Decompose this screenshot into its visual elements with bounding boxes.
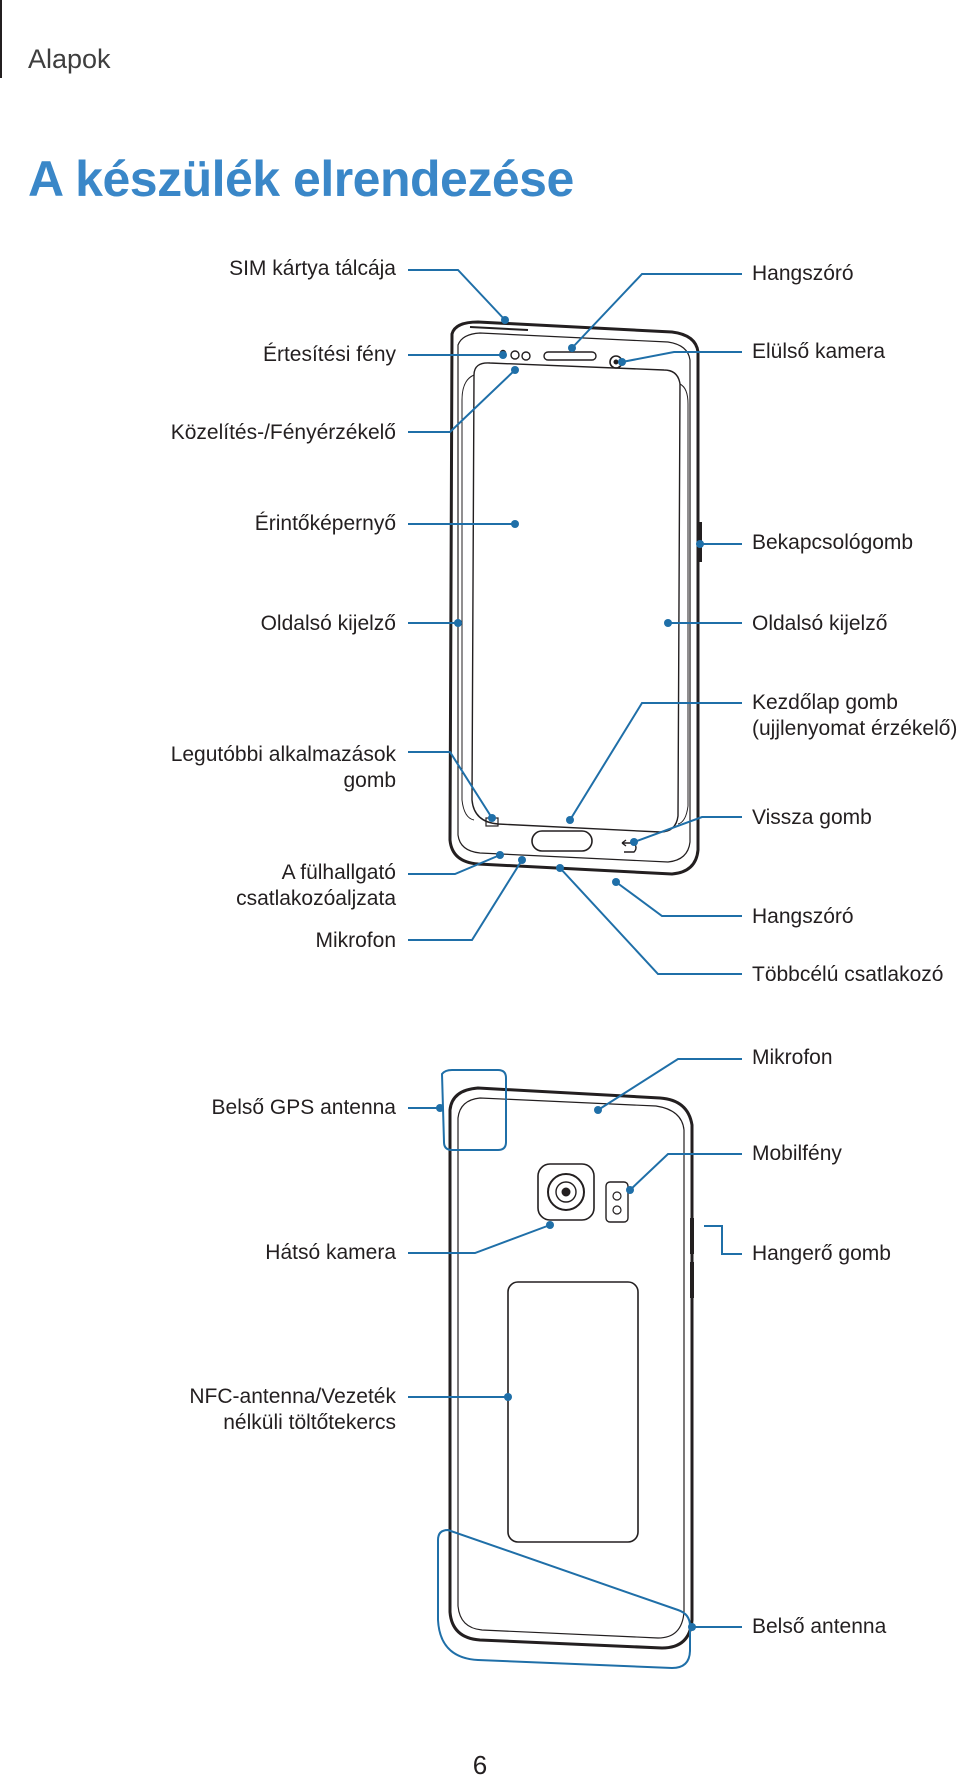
label-volume-key: Hangerő gomb bbox=[752, 1242, 891, 1265]
label-headset-jack-line2: csatlakozóaljzata bbox=[236, 887, 396, 910]
label-recent-apps-line2: gomb bbox=[343, 769, 396, 792]
label-nfc-line1: NFC-antenna/Vezeték bbox=[189, 1385, 396, 1408]
label-main-antenna: Belső antenna bbox=[752, 1615, 887, 1638]
label-recent-apps-line1: Legutóbbi alkalmazások bbox=[170, 743, 396, 766]
header-rule bbox=[0, 0, 2, 78]
front-phone-drawing bbox=[448, 320, 702, 876]
earpiece bbox=[543, 351, 597, 361]
home-key bbox=[531, 830, 593, 852]
label-back-microphone: Mikrofon bbox=[752, 1046, 833, 1069]
callout-lines bbox=[408, 269, 742, 1670]
label-power-key: Bekapcsológomb bbox=[752, 531, 914, 554]
page-number: 6 bbox=[472, 1750, 488, 1780]
page-title: A készülék elrendezése bbox=[28, 151, 574, 207]
label-touchscreen: Érintőképernyő bbox=[254, 512, 396, 535]
label-front-camera: Elülső kamera bbox=[752, 340, 886, 363]
label-side-display-right: Oldalsó kijelző bbox=[752, 612, 888, 635]
label-home-key-line1: Kezdőlap gomb bbox=[752, 691, 898, 714]
label-notification-light: Értesítési fény bbox=[262, 343, 396, 366]
flash-module bbox=[605, 1181, 629, 1223]
proximity-sensor bbox=[510, 350, 520, 360]
label-multipurpose-jack: Többcélú csatlakozó bbox=[752, 963, 944, 986]
label-rear-camera: Hátsó kamera bbox=[265, 1241, 396, 1264]
label-side-display-left: Oldalsó kijelző bbox=[260, 612, 396, 635]
rear-camera-module bbox=[537, 1163, 595, 1221]
label-back-key: Vissza gomb bbox=[752, 806, 872, 829]
label-flash: Mobilfény bbox=[752, 1142, 842, 1165]
label-home-key-line2: (ujjlenyomat érzékelő) bbox=[752, 717, 958, 740]
label-proximity-sensor: Közelítés-/Fényérzékelő bbox=[170, 421, 396, 444]
label-home-key: Kezdőlap gomb (ujjlenyomat érzékelő) bbox=[752, 690, 957, 742]
label-headset-jack: A fülhallgató csatlakozóaljzata bbox=[236, 860, 396, 912]
section-name: Alapok bbox=[28, 44, 111, 74]
rear-camera-lens bbox=[547, 1173, 585, 1211]
label-recent-apps: Legutóbbi alkalmazások gomb bbox=[171, 742, 396, 794]
label-nfc-line2: nélküli töltőtekercs bbox=[223, 1411, 396, 1434]
label-speaker: Hangszóró bbox=[752, 905, 854, 928]
label-earpiece: Hangszóró bbox=[752, 262, 854, 285]
label-sim-tray: SIM kártya tálcája bbox=[229, 257, 396, 280]
callout-dots bbox=[436, 316, 704, 1631]
volume-key-down bbox=[690, 1262, 694, 1298]
label-gps-antenna: Belső GPS antenna bbox=[211, 1096, 396, 1119]
label-front-microphone: Mikrofon bbox=[315, 929, 396, 952]
nfc-coil bbox=[507, 1281, 639, 1543]
volume-key-up bbox=[690, 1218, 694, 1254]
back-phone-drawing bbox=[448, 1086, 694, 1650]
label-headset-jack-line1: A fülhallgató bbox=[281, 861, 396, 884]
label-nfc-coil: NFC-antenna/Vezeték nélküli töltőtekercs bbox=[189, 1384, 396, 1436]
